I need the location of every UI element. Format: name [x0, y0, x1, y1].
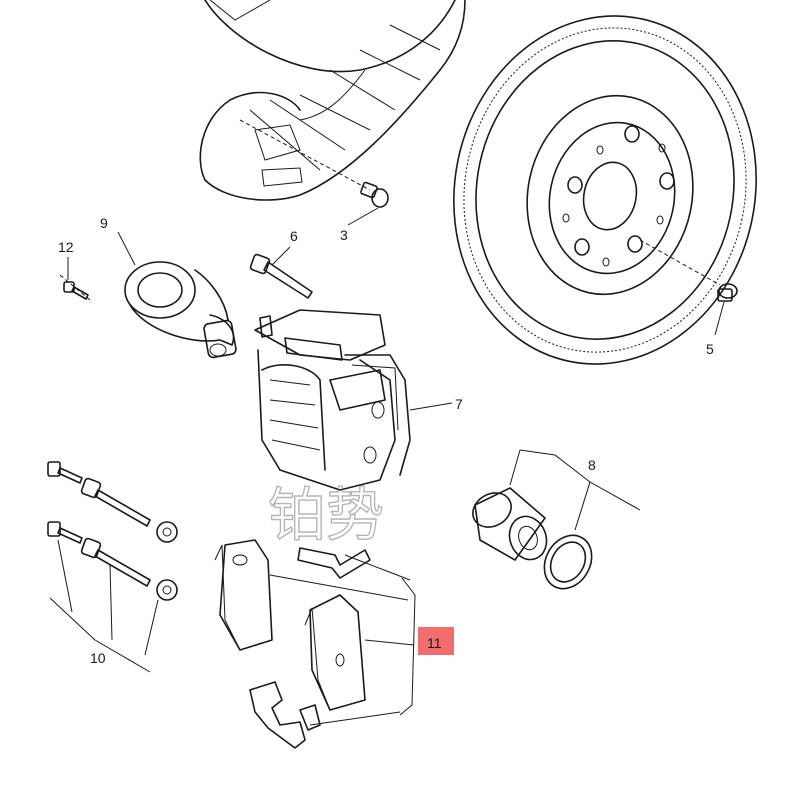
leader-11d	[309, 711, 401, 726]
bushing-seal	[543, 534, 593, 590]
leader-11a	[269, 574, 409, 601]
brake-pad-outer	[214, 539, 273, 651]
callout-10: 10	[90, 650, 106, 666]
leader-11c	[344, 554, 411, 581]
guide-bushing	[472, 487, 548, 561]
callout-11: 11	[427, 635, 442, 651]
bracket-11	[399, 577, 416, 716]
brake-disc	[453, 15, 757, 365]
leader-10a	[57, 539, 73, 613]
bracket-10	[49, 597, 151, 673]
leader-9	[117, 231, 136, 266]
brake-pad-inner	[304, 594, 366, 711]
brake-caliper	[254, 309, 411, 491]
callout-12: 12	[58, 239, 74, 255]
leader-11b	[364, 639, 415, 646]
disc-screw	[717, 283, 738, 302]
watermark-text: 铂势	[268, 481, 384, 549]
leader-6	[271, 246, 291, 266]
leader-5	[714, 301, 725, 336]
callout-7: 7	[455, 396, 463, 412]
bracket-8	[519, 449, 641, 511]
caliper-bolt	[249, 253, 313, 299]
shield-bolt	[360, 181, 389, 208]
pad-spring-clip	[297, 547, 371, 579]
callout-11-highlight	[418, 627, 454, 655]
callout-6: 6	[290, 228, 298, 244]
pad-retainer-clip	[249, 681, 321, 749]
small-bolt	[63, 281, 89, 300]
bolt-set	[47, 461, 178, 601]
leader-8b	[574, 481, 591, 531]
shield-bolt-axis	[239, 119, 371, 191]
disc-screw-axis	[639, 239, 721, 286]
callout-5: 5	[706, 341, 714, 357]
leader-8a	[509, 449, 521, 486]
callout-8: 8	[588, 457, 596, 473]
leader-3	[347, 207, 379, 226]
leader-10c	[144, 599, 159, 656]
callout-9: 9	[100, 215, 108, 231]
leader-10b	[109, 564, 113, 641]
callout-3: 3	[340, 227, 348, 243]
actuator-motor	[124, 261, 237, 359]
dust-shield	[199, 0, 466, 201]
leader-7	[409, 402, 453, 411]
